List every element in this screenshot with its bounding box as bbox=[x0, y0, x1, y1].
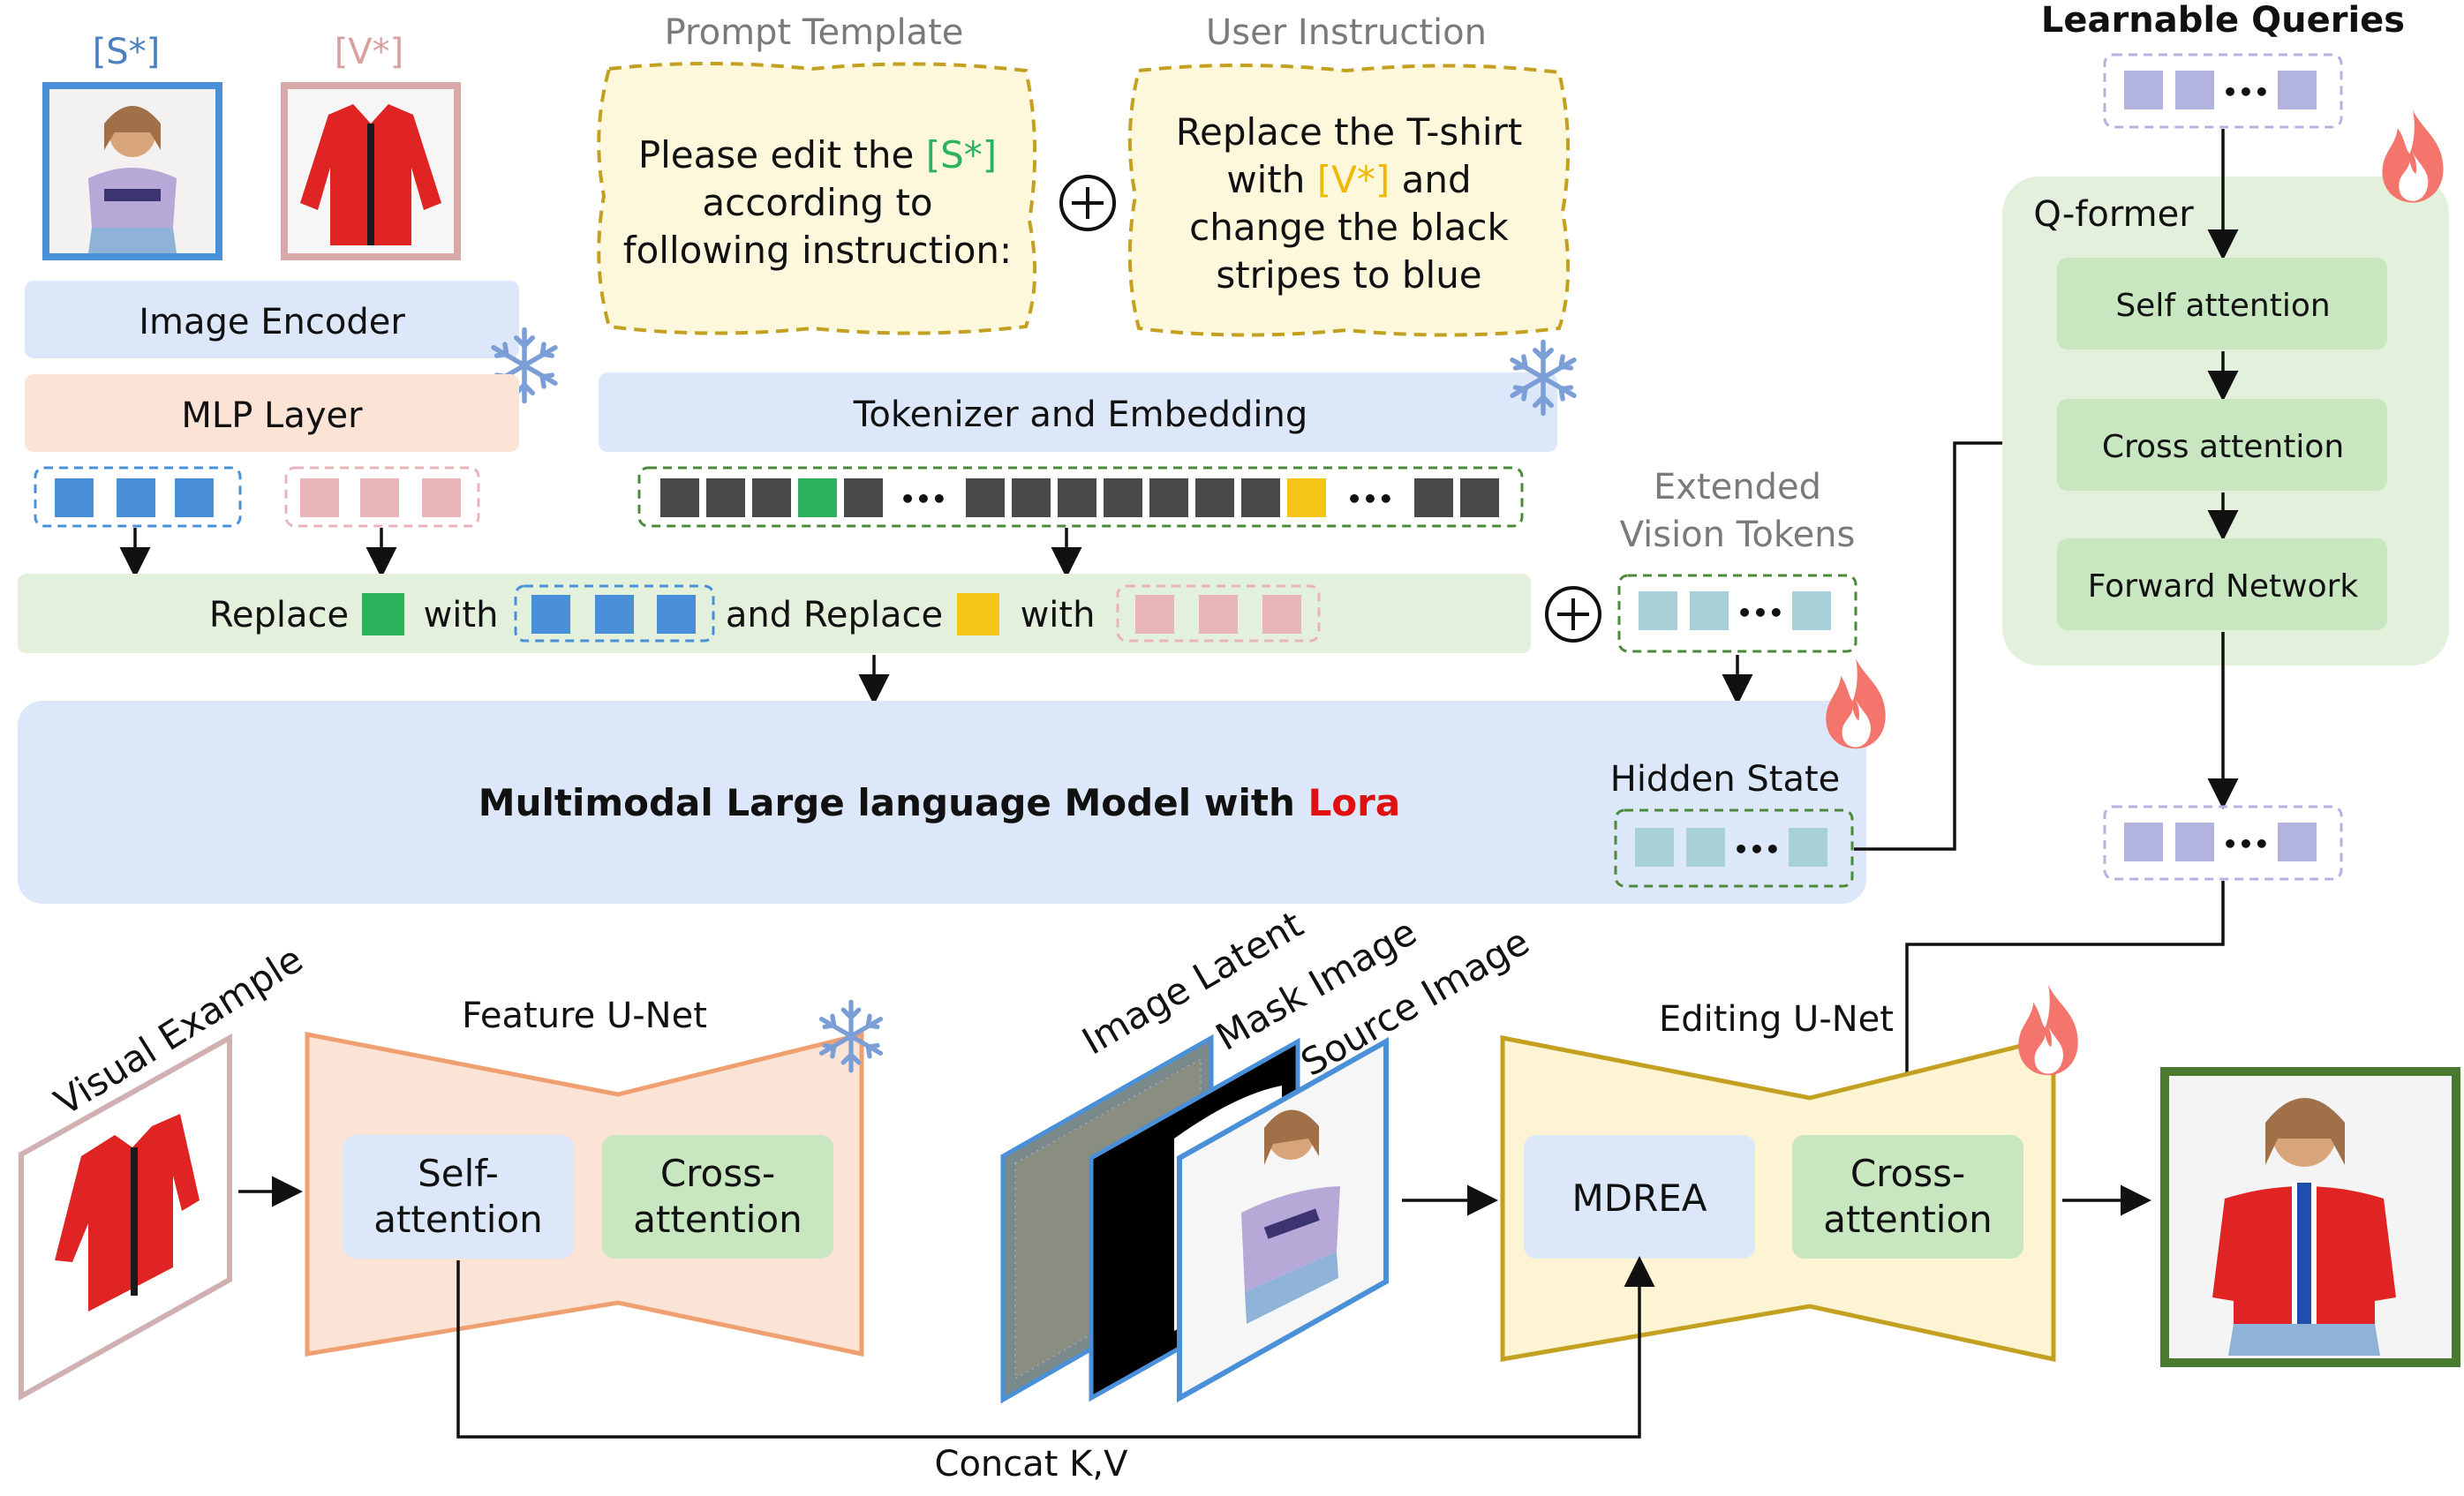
fire-icon bbox=[2018, 984, 2078, 1076]
feature-self-attention-block bbox=[343, 1135, 574, 1259]
learnable-queries-label: Learnable Queries bbox=[2041, 0, 2405, 41]
mlp-layer-label: MLP Layer bbox=[181, 395, 363, 436]
feature-cross-attn-line2: attention bbox=[633, 1198, 802, 1241]
editing-cross-attn-line1: Cross- bbox=[1850, 1152, 1965, 1195]
concat-label: Concat K,V bbox=[935, 1444, 1129, 1485]
prompt-line1-pre: Please edit the bbox=[638, 133, 926, 177]
user-instruction-title: User Instruction bbox=[1206, 12, 1487, 53]
and-replace-label: and Replace bbox=[726, 595, 943, 635]
cross-attention-label: Cross attention bbox=[2102, 429, 2344, 465]
ellipsis: ••• bbox=[2222, 830, 2270, 859]
arrow-icon bbox=[456, 1256, 1655, 1439]
yellow-token bbox=[957, 593, 999, 635]
replace-label-1: Replace bbox=[209, 595, 349, 635]
instr-line2: with [V*] and bbox=[1226, 158, 1471, 201]
arrow-icon bbox=[1891, 881, 2225, 1139]
ellipsis: ••• bbox=[1737, 598, 1784, 628]
feature-self-attn-line2: attention bbox=[373, 1198, 543, 1241]
extended-tokens-label-1: Extended bbox=[1654, 467, 1821, 507]
with-label-2: with bbox=[1021, 595, 1096, 635]
ellipsis: ••• bbox=[2222, 78, 2270, 107]
mdrea-block bbox=[1524, 1135, 1755, 1259]
source-person-image bbox=[42, 82, 222, 260]
ellipsis: ••• bbox=[1346, 485, 1394, 514]
green-token bbox=[362, 593, 404, 635]
text-token-sequence bbox=[637, 466, 1524, 528]
forward-network-label: Forward Network bbox=[2088, 568, 2359, 605]
prompt-line1: Please edit the [S*] bbox=[638, 133, 997, 177]
extended-vision-tokens bbox=[1617, 574, 1857, 653]
learnable-queries-tokens bbox=[2103, 53, 2343, 129]
visual-example-image bbox=[19, 1033, 232, 1402]
ellipsis: ••• bbox=[1733, 835, 1781, 864]
tokenizer-box bbox=[599, 372, 1557, 452]
instr-v-token: [V*] bbox=[1317, 158, 1390, 201]
lora-label: Lora bbox=[1308, 781, 1401, 824]
qformer-label: Q-former bbox=[2033, 194, 2194, 235]
blue-token-group bbox=[34, 466, 242, 528]
query-output-tokens bbox=[2103, 805, 2343, 881]
mdrea-label: MDREA bbox=[1571, 1177, 1707, 1220]
feature-unet-shape bbox=[305, 1031, 864, 1357]
editing-cross-attn-line2: attention bbox=[1823, 1198, 1993, 1241]
instr-line1: Replace the T-shirt bbox=[1176, 110, 1523, 154]
hidden-state-tokens bbox=[1614, 808, 1854, 888]
prompt-line2: according to bbox=[702, 181, 932, 224]
plus-circle-icon bbox=[1545, 586, 1601, 643]
extended-tokens-label-2: Vision Tokens bbox=[1620, 515, 1856, 555]
with-label-1: with bbox=[424, 595, 499, 635]
instr-line2-pre: with bbox=[1226, 158, 1316, 201]
feature-cross-attn-line1: Cross- bbox=[660, 1152, 775, 1195]
mllm-label-text: Multimodal Large language Model with bbox=[478, 781, 1308, 824]
pink-token-group-inline bbox=[1116, 584, 1321, 643]
instr-line3: change the black bbox=[1189, 206, 1509, 249]
feature-cross-attention-block bbox=[602, 1135, 833, 1259]
feature-self-attn-line1: Self- bbox=[418, 1152, 499, 1195]
self-attention-label: Self attention bbox=[2115, 288, 2330, 324]
output-image bbox=[2160, 1067, 2460, 1367]
garment-image bbox=[281, 82, 461, 260]
source-image-layer bbox=[1177, 1036, 1389, 1403]
instr-line4: stripes to blue bbox=[1216, 253, 1481, 297]
mllm-label: Multimodal Large language Model with Lor… bbox=[478, 781, 1400, 824]
ellipsis: ••• bbox=[900, 485, 947, 514]
feature-unet-label: Feature U-Net bbox=[462, 996, 707, 1036]
forward-network-block bbox=[2057, 538, 2387, 630]
mlp-layer-box bbox=[25, 374, 519, 452]
editing-cross-attention-block bbox=[1792, 1135, 2023, 1259]
user-instruction-bubble bbox=[1127, 64, 1571, 337]
prompt-s-token: [S*] bbox=[926, 133, 997, 177]
image-encoder-box bbox=[25, 281, 519, 358]
plus-circle-icon bbox=[1059, 175, 1116, 231]
pink-token-group bbox=[284, 466, 480, 528]
fire-icon bbox=[1826, 658, 1886, 749]
tokenizer-label: Tokenizer and Embedding bbox=[853, 395, 1308, 435]
hidden-state-label: Hidden State bbox=[1610, 759, 1841, 800]
prompt-template-bubble bbox=[597, 62, 1037, 335]
cross-attention-block bbox=[2057, 399, 2387, 491]
instr-line2-post: and bbox=[1390, 158, 1471, 201]
prompt-line3: following instruction: bbox=[623, 229, 1012, 272]
editing-unet-label: Editing U-Net bbox=[1659, 999, 1894, 1040]
self-attention-block bbox=[2057, 258, 2387, 350]
image-encoder-label: Image Encoder bbox=[139, 302, 405, 342]
blue-token-group-inline bbox=[514, 584, 715, 643]
s-token-label: [S*] bbox=[93, 32, 161, 72]
mllm-box bbox=[18, 701, 1866, 904]
fire-icon bbox=[2382, 109, 2444, 203]
prompt-template-title: Prompt Template bbox=[665, 12, 964, 53]
v-token-label: [V*] bbox=[335, 32, 404, 72]
